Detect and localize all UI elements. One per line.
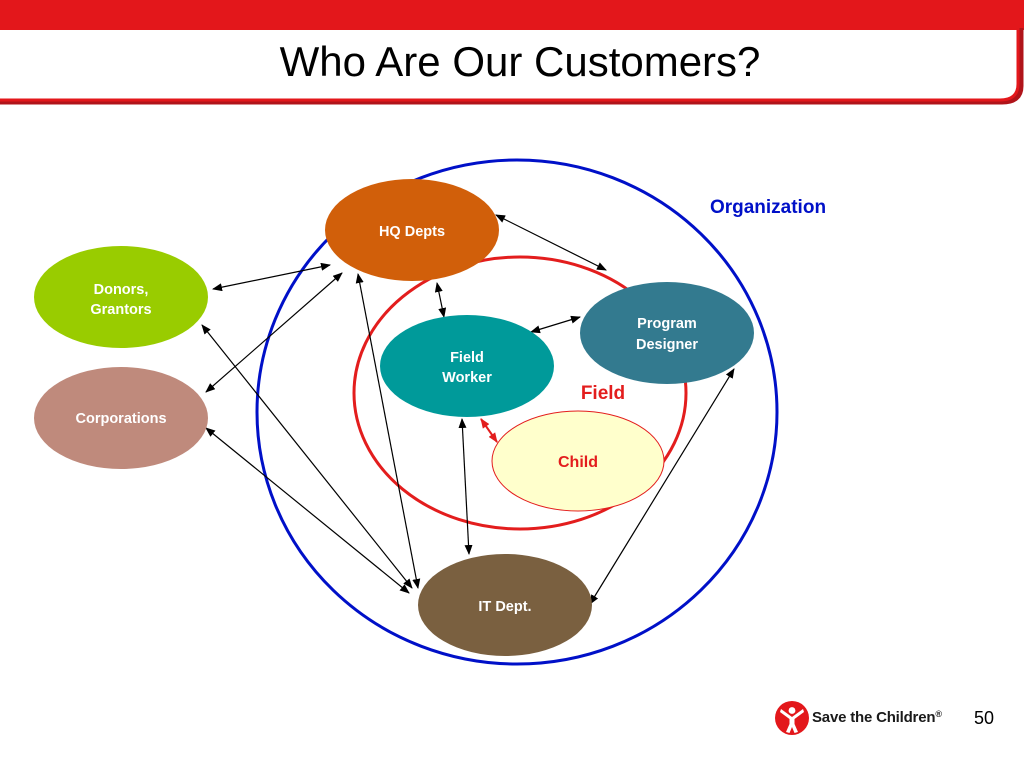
hq-depts-label: HQ Depts [379,224,445,240]
corporations-shape [34,367,208,469]
edge-program-designer-to-it-dept [589,368,735,605]
edge-hq-depts-to-field-worker [434,282,447,318]
organization-label: Organization [710,197,826,218]
edge-corporations-to-it-dept [205,427,410,594]
edge-hq-depts-to-program-designer [495,214,607,271]
node-corporations[interactable]: Corporations [34,367,208,469]
node-it-dept[interactable]: IT Dept. [418,554,592,656]
program-designer-label-line-1: Program [637,316,697,332]
edges [201,214,735,605]
field-label: Field [581,383,625,404]
page-number: 50 [974,708,995,728]
edge-field-worker-to-program-designer [530,315,581,334]
donors-shape [34,246,208,348]
program-designer-shape [580,282,754,384]
field-worker-label-line-1: Field [450,350,484,366]
slide-title: Who Are Our Customers? [279,38,761,85]
node-donors[interactable]: Donors, Grantors [34,246,208,348]
node-hq-depts[interactable]: HQ Depts [325,179,499,281]
title-curve-shadow [0,28,1024,105]
edge-field-worker-to-child [480,418,498,443]
save-the-children-logo: Save the Children® [774,698,974,738]
child-shape [491,410,665,512]
node-field-worker[interactable]: Field Worker [380,315,554,417]
edge-hq-depts-to-it-dept [355,273,421,589]
it-dept-shape [418,554,592,656]
edge-field-worker-to-it-dept [458,418,473,555]
it-dept-label: IT Dept. [478,599,531,615]
title-curve [0,28,1020,102]
field-worker-label-line-2: Worker [442,370,492,386]
donors-label-line-2: Grantors [90,302,151,318]
child-figure-icon [775,701,809,735]
corporations-label: Corporations [75,411,166,427]
edge-donors-to-hq-depts [212,262,331,292]
node-program-designer[interactable]: Program Designer [580,282,754,384]
logo-registered-mark: ® [935,709,942,719]
donors-label-line-1: Donors, [94,282,149,298]
title-band [0,0,1024,105]
edge-corporations-to-hq-depts [205,272,343,393]
title-bar-red [0,0,1024,30]
program-designer-label-line-2: Designer [636,337,698,353]
field-worker-shape [380,315,554,417]
logo-wordmark: Save the Children® [812,709,942,726]
node-child[interactable]: Child [491,410,665,512]
logo-brand-text: Save the Children [812,709,936,726]
child-label: Child [558,454,598,471]
hq-depts-shape [325,179,499,281]
